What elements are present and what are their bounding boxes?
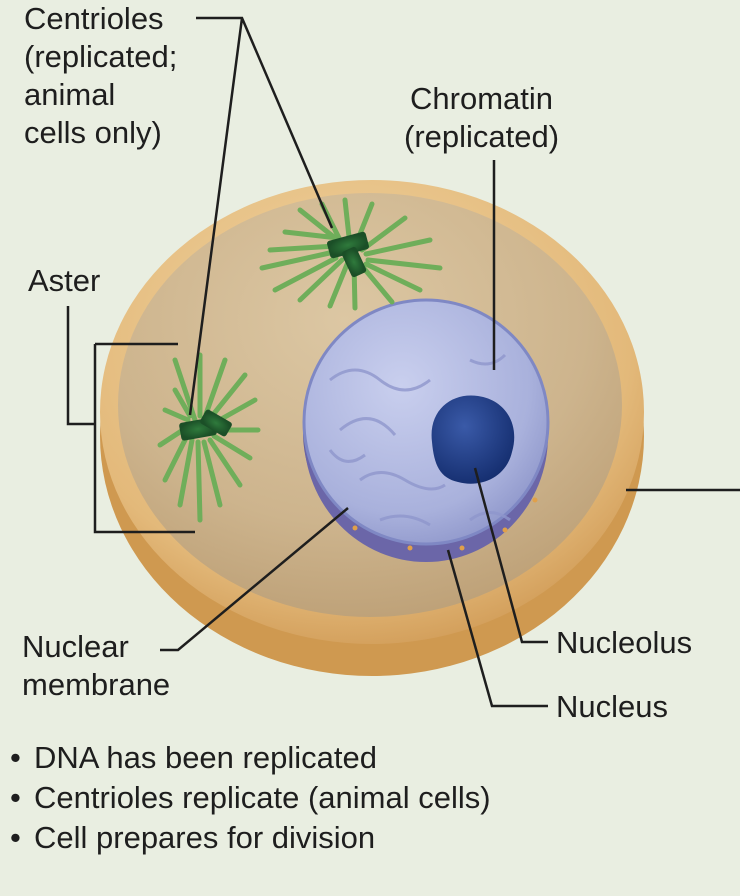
nucleolus-shape [431,395,515,484]
aster-bracket [66,306,195,534]
nuclear-membrane-label: Nuclear membrane [22,628,170,704]
chromatin-label-line-1: Chromatin [410,81,554,116]
bullet-text: DNA has been replicated [34,740,377,775]
aster-label: Aster [28,263,101,298]
nucleolus-label: Nucleolus [556,625,693,660]
summary-bullets: • DNA has been replicated • Centrioles rep… [10,738,491,858]
bullet-text: Centrioles replicate (animal cells) [34,780,491,815]
nucleus-shape [302,298,550,562]
bullet-dot: • [10,820,21,855]
centrioles-label-line-4: cells only) [24,115,162,150]
nucleus-leader [446,549,548,708]
centrioles-label: Centrioles (replicated; animal cells onl… [24,0,177,152]
bullet-item: • Cell prepares for division [10,818,491,858]
chromatin-label: Chromatin (replicated) [404,80,559,156]
centrioles-label-line-1: Centrioles [24,1,164,36]
nuclear-membrane-leader [160,507,349,652]
bullet-dot: • [10,740,21,775]
centriole-upper-2 [341,246,367,278]
chromatin-label-line-2: (replicated) [404,119,560,154]
centrioles-label-line-2: (replicated; [24,39,178,74]
bullet-item: • DNA has been replicated [10,738,491,778]
bullet-dot: • [10,780,21,815]
leader-lines [66,16,740,708]
bullet-item: • Centrioles replicate (animal cells) [10,778,491,818]
centriole-upper [327,231,369,259]
centrioles-leader [188,16,334,416]
nucleus-label: Nucleus [556,689,668,724]
centrioles-label-line-3: animal [24,77,116,112]
nucleolus-leader [473,467,548,644]
bullet-text: Cell prepares for division [34,820,376,855]
nuclear-membrane-label-line-1: Nuclear [22,629,129,664]
centriole-left-2 [200,409,232,437]
nuclear-membrane-label-line-2: membrane [22,667,171,702]
